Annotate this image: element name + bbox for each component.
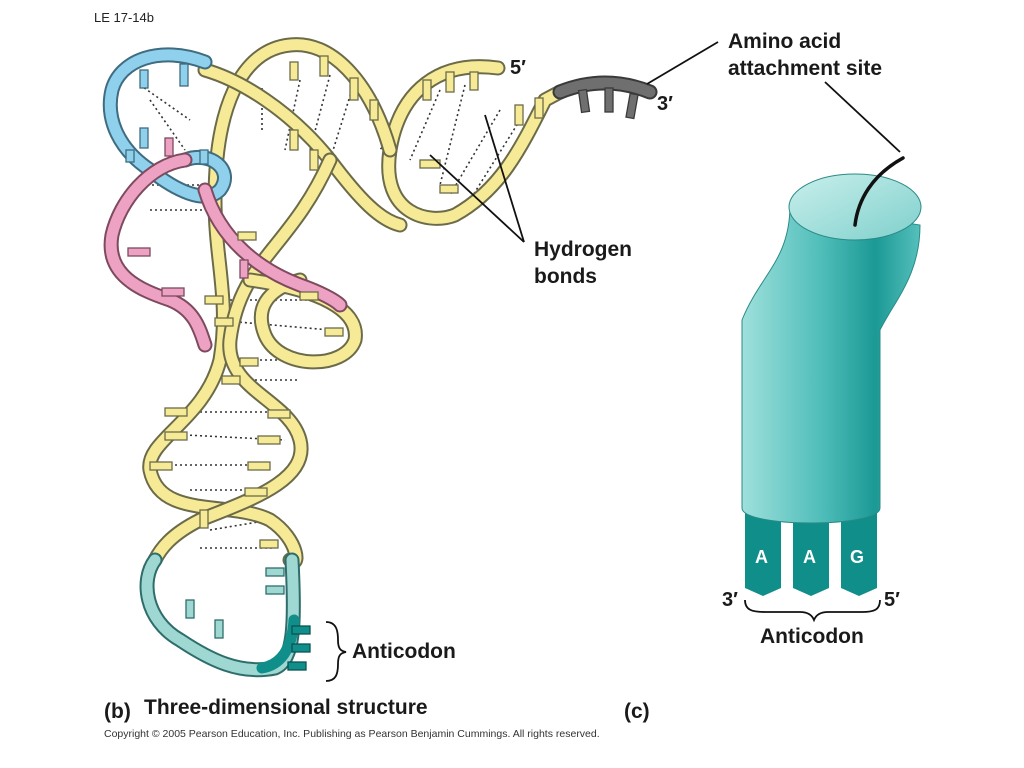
amino-site-pointer-b [646,41,719,85]
amino-acid-attachment-line [853,156,905,227]
anticodon-bases-b [287,625,311,671]
base-stubs-yellow [149,55,544,549]
panel-letter-c: (c) [624,700,650,723]
trna-simplified-model [741,156,922,596]
base-stubs-teal [185,567,285,639]
amino-site-pointer-c [824,81,901,153]
five-prime-label-c: 5′ [884,589,900,611]
anticodon-prong-2 [793,500,829,596]
anticodon-label-c: Anticodon [760,625,864,648]
copyright-notice: Copyright © 2005 Pearson Education, Inc.… [104,728,600,740]
hydrogen-bonds-label: Hydrogen bonds [534,238,633,288]
anticodon-brace-b [325,621,347,682]
three-prime-label-b: 3′ [657,93,673,115]
trna-top-face [788,173,922,241]
anticodon-prong-1 [745,500,781,596]
panel-letter-b: (b) [104,700,131,723]
three-prime-label-c: 3′ [722,589,738,611]
acceptor-stubs [577,87,639,120]
trna-body [741,204,921,524]
anticodon-prong-3 [841,500,877,596]
base-stubs-blue [125,63,209,165]
five-prime-label-b: 5′ [510,57,526,79]
amino-acid-attachment-site-label: Amino acid attachment site [728,30,883,80]
hydrogen-bonds-pointer-2 [484,114,525,243]
slide-id: LE 17-14b [94,10,154,25]
anticodon-base-3: G [850,547,865,567]
base-stubs-pink [127,137,249,297]
hydrogen-bonds-pointer-1 [429,154,525,243]
anticodon-base-1: A [755,547,768,567]
anticodon-base-2: A [803,547,816,567]
anticodon-label-b: Anticodon [352,640,456,663]
panel-title-b: Three-dimensional structure [144,696,428,719]
anticodon-brace-c [744,599,881,623]
